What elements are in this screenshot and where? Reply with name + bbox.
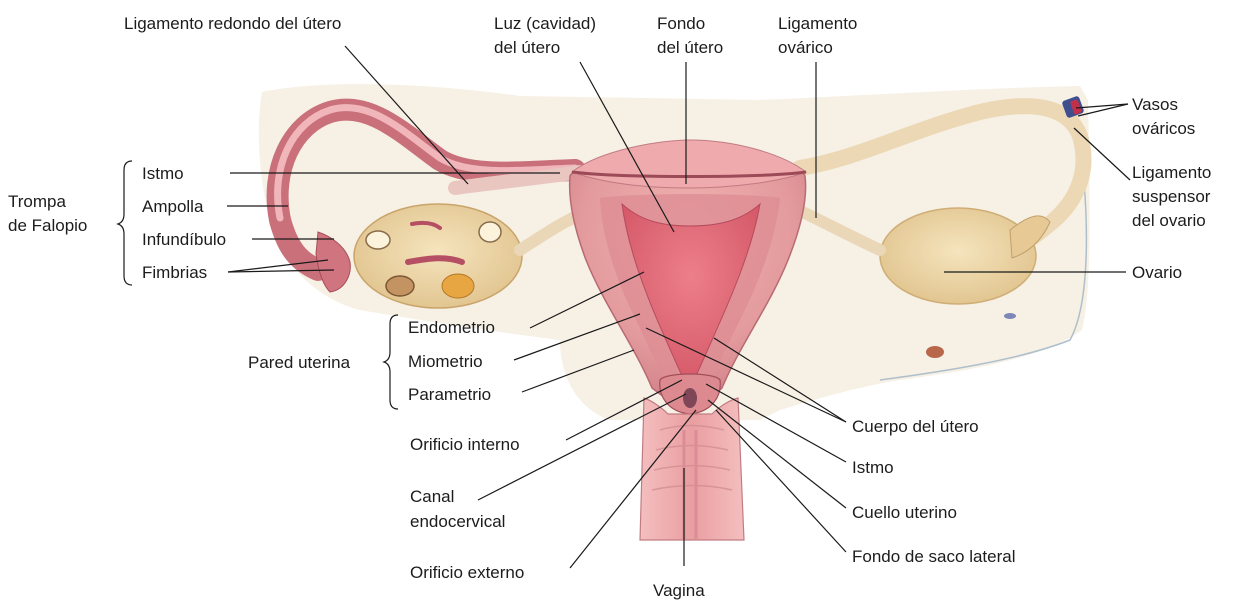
label-luz-line2: del útero	[494, 38, 560, 57]
label-lig-susp-line1: Ligamento	[1132, 163, 1211, 182]
label-lig-susp-line3: del ovario	[1132, 211, 1206, 230]
label-luz-line1: Luz (cavidad)	[494, 14, 596, 33]
label-fondo-saco: Fondo de saco lateral	[852, 547, 1016, 566]
ligament-spot-2	[1004, 313, 1016, 319]
label-ampolla: Ampolla	[142, 197, 204, 216]
label-orificio-interno: Orificio interno	[410, 435, 520, 454]
cervical-canal	[683, 388, 697, 408]
label-istmo-utero: Istmo	[852, 458, 894, 477]
label-infundibulo: Infundíbulo	[142, 230, 226, 249]
label-endometrio: Endometrio	[408, 318, 495, 337]
label-istmo-trompa: Istmo	[142, 164, 184, 183]
left-ovary-follicle-2	[479, 222, 501, 242]
label-ligamento-redondo: Ligamento redondo del útero	[124, 14, 341, 33]
label-vagina: Vagina	[653, 581, 705, 600]
label-fondo-line2: del útero	[657, 38, 723, 57]
label-parametrio: Parametrio	[408, 385, 491, 404]
label-trompa-line2: de Falopio	[8, 216, 87, 235]
label-lig-susp-line2: suspensor	[1132, 187, 1211, 206]
left-ovary-follicle-1	[366, 231, 390, 249]
label-cuello-uterino: Cuello uterino	[852, 503, 957, 522]
label-canal-line2: endocervical	[410, 512, 505, 531]
pared-uterina-brace	[384, 315, 398, 409]
label-canal-line1: Canal	[410, 487, 454, 506]
label-vasos-line2: ováricos	[1132, 119, 1195, 138]
label-miometrio: Miometrio	[408, 352, 483, 371]
label-orificio-externo: Orificio externo	[410, 563, 524, 582]
label-pared-uterina: Pared uterina	[248, 353, 351, 372]
ligament-spot	[926, 346, 944, 358]
trompa-brace	[118, 161, 132, 285]
label-trompa-line1: Trompa	[8, 192, 66, 211]
left-ovary-follicle-3	[386, 276, 414, 296]
label-ovario: Ovario	[1132, 263, 1182, 282]
label-fondo-line1: Fondo	[657, 14, 705, 33]
label-cuerpo-utero: Cuerpo del útero	[852, 417, 979, 436]
left-ovary-corpus	[442, 274, 474, 298]
label-vasos-line1: Vasos	[1132, 95, 1178, 114]
anatomy-illustration	[259, 84, 1090, 540]
label-lig-ovarico-line1: Ligamento	[778, 14, 857, 33]
label-fimbrias: Fimbrias	[142, 263, 207, 282]
label-lig-ovarico-line2: ovárico	[778, 38, 833, 57]
